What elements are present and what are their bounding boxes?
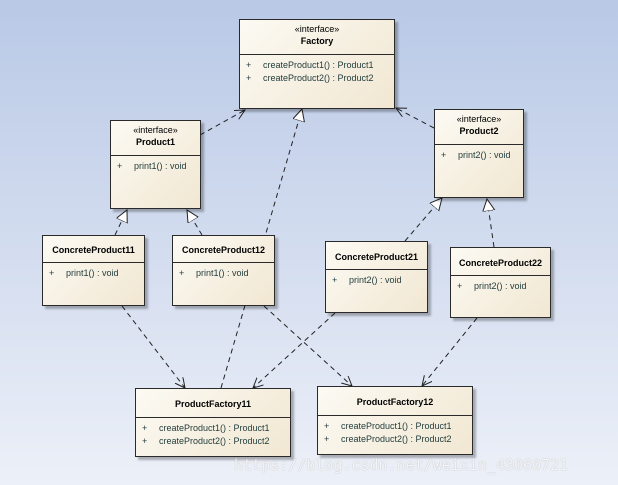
operation: +createProduct2() : Product2 (324, 434, 452, 444)
class-concrete-product12-name: ConcreteProduct12 (181, 245, 266, 255)
class-product2-stereotype: «interface» (456, 114, 502, 124)
class-concrete-product11[interactable]: ConcreteProduct11 +print1() : void (42, 235, 145, 306)
class-concrete-product22-name: ConcreteProduct22 (458, 258, 543, 268)
dep-concrete21-factory11 (253, 312, 336, 388)
dep-concrete22-factory12 (422, 317, 478, 386)
operation: +createProduct1() : Product1 (142, 423, 270, 433)
class-product2-header: «interface» Product2 (435, 110, 523, 145)
class-product-factory12-name: ProductFactory12 (356, 397, 434, 407)
class-product1-name: Product1 (135, 137, 175, 147)
class-concrete-product12-operations: +print1() : void (173, 263, 274, 280)
class-product-factory12-header: ProductFactory12 (318, 387, 472, 416)
class-concrete-product12-header: ConcreteProduct12 (173, 236, 274, 263)
class-product-factory11-operations: +createProduct1() : Product1 +createProd… (136, 418, 290, 448)
class-factory-operations: +createProduct1() : Product1 +createProd… (240, 55, 394, 85)
class-product-factory12-operations: +createProduct1() : Product1 +createProd… (318, 416, 472, 446)
class-concrete-product22-operations: +print2() : void (451, 276, 550, 293)
operation: +print1() : void (179, 268, 249, 278)
class-concrete-product21[interactable]: ConcreteProduct21 +print2() : void (325, 241, 428, 313)
class-concrete-product22[interactable]: ConcreteProduct22 +print2() : void (450, 247, 551, 318)
class-product-factory12[interactable]: ProductFactory12 +createProduct1() : Pro… (317, 386, 473, 455)
class-concrete-product11-header: ConcreteProduct11 (43, 236, 144, 263)
real-concrete11-product1 (114, 210, 127, 236)
dep-product1-factory (199, 110, 245, 136)
dep-concrete12-factory12 (263, 305, 352, 386)
class-product-factory11[interactable]: ProductFactory11 +createProduct1() : Pro… (135, 388, 291, 457)
class-concrete-product11-name: ConcreteProduct11 (52, 245, 135, 255)
class-product1[interactable]: «interface» Product1 +print1() : void (110, 120, 201, 209)
class-factory-header: «interface» Factory (240, 20, 394, 55)
dep-product2-factory (396, 108, 435, 129)
operation: +print1() : void (49, 268, 119, 278)
operation: +print1() : void (117, 161, 187, 171)
class-product1-header: «interface» Product1 (111, 121, 200, 156)
class-factory-stereotype: «interface» (294, 24, 340, 34)
class-product1-operations: +print1() : void (111, 156, 200, 173)
operation: +createProduct1() : Product1 (246, 60, 374, 70)
class-factory[interactable]: «interface» Factory +createProduct1() : … (239, 19, 395, 109)
class-concrete-product21-name: ConcreteProduct21 (334, 252, 419, 262)
operation: +createProduct1() : Product1 (324, 421, 452, 431)
operation: +print2() : void (332, 275, 402, 285)
class-concrete-product11-operations: +print1() : void (43, 263, 144, 280)
operation: +print2() : void (441, 150, 511, 160)
class-product2[interactable]: «interface» Product2 +print2() : void (434, 109, 524, 198)
real-concrete22-product2 (487, 199, 494, 248)
class-product-factory11-name: ProductFactory11 (174, 399, 252, 409)
real-concrete12-product1 (187, 210, 203, 236)
operation: +createProduct2() : Product2 (142, 436, 270, 446)
real-concrete21-product2 (404, 198, 442, 242)
operation: +createProduct2() : Product2 (246, 73, 374, 83)
class-concrete-product22-header: ConcreteProduct22 (451, 248, 550, 276)
class-product2-name: Product2 (459, 126, 499, 136)
class-product-factory11-header: ProductFactory11 (136, 389, 290, 418)
operation: +print2() : void (457, 281, 527, 291)
class-concrete-product12[interactable]: ConcreteProduct12 +print1() : void (172, 235, 275, 306)
class-concrete-product21-operations: +print2() : void (326, 270, 427, 287)
class-factory-name: Factory (300, 36, 334, 46)
class-concrete-product21-header: ConcreteProduct21 (326, 242, 427, 270)
watermark-url: https://blog.csdn.net/weixin_43060721 (234, 456, 569, 474)
class-product2-operations: +print2() : void (435, 145, 523, 162)
dep-concrete11-factory11 (121, 305, 185, 388)
class-product1-stereotype: «interface» (133, 125, 178, 135)
